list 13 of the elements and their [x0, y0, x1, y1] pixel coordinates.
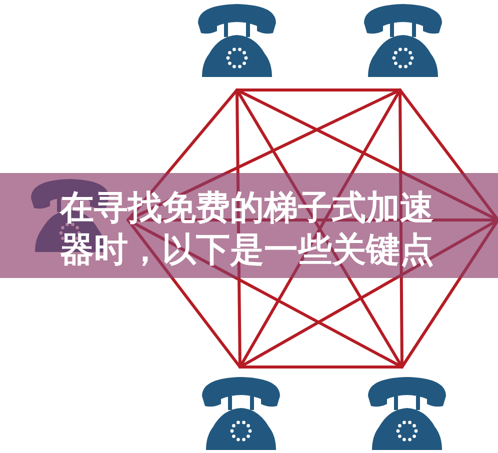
connection-line — [398, 88, 498, 222]
telephone-icon — [367, 376, 447, 450]
connection-line — [126, 218, 242, 368]
connection-line — [126, 88, 238, 222]
connection-line — [236, 88, 498, 222]
connection-line — [400, 218, 498, 368]
telephone-icon — [201, 376, 281, 450]
telephone-icon — [197, 3, 277, 77]
connection-line — [126, 218, 498, 222]
connection-line — [238, 366, 404, 368]
connection-line — [236, 88, 402, 92]
connection-line — [238, 218, 498, 368]
telephone-icon — [363, 3, 443, 77]
